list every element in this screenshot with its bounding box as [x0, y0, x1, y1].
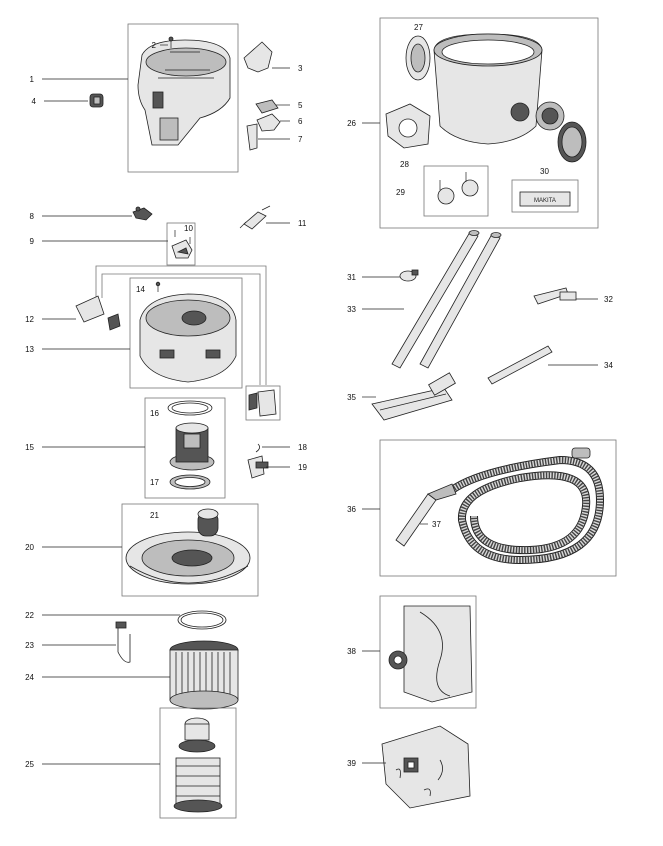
callout-21: 21 [150, 511, 159, 520]
part-21-float[interactable] [197, 508, 219, 537]
callout-1: 1 [30, 75, 35, 84]
bracket-12 [95, 265, 267, 385]
callout-11: 11 [298, 219, 307, 228]
part-31-hose-clamp[interactable] [399, 269, 419, 282]
part-10-screws[interactable] [174, 230, 191, 244]
part-12-cover-plate[interactable] [75, 295, 121, 331]
part-34-wand[interactable] [487, 345, 553, 385]
part-37-handle-tube[interactable] [395, 483, 457, 547]
callout-6: 6 [298, 117, 303, 126]
callout-26: 26 [347, 119, 356, 128]
part-29-casters[interactable] [437, 172, 479, 205]
leader-lines [42, 44, 598, 765]
callout-9: 9 [30, 237, 35, 246]
box-label-plate [511, 179, 579, 213]
part-side-plate[interactable] [248, 389, 277, 417]
callout-17: 17 [150, 478, 159, 487]
callout-15: 15 [25, 443, 34, 452]
box-filter-housing [121, 503, 259, 597]
box-motor-head [127, 23, 239, 173]
callout-23: 23 [25, 641, 34, 650]
callout-12: 12 [25, 315, 34, 324]
box-side-plate [245, 385, 281, 421]
part-1-motor-head-cover[interactable] [137, 39, 231, 146]
callout-16: 16 [150, 409, 159, 418]
box-motor [144, 397, 226, 499]
callout-20: 20 [25, 543, 34, 552]
part-11-power-cord[interactable] [239, 205, 271, 230]
callout-25: 25 [25, 760, 34, 769]
part-6-bracket[interactable] [256, 113, 281, 132]
callout-32: 32 [604, 295, 613, 304]
part-26-tank[interactable] [433, 33, 565, 145]
box-housing [129, 277, 243, 389]
part-36-hose[interactable] [449, 447, 605, 565]
callout-14: 14 [136, 285, 145, 294]
callout-31: 31 [347, 273, 356, 282]
callout-10: 10 [184, 224, 193, 233]
callout-37: 37 [432, 520, 441, 529]
part-24-cartridge-filter[interactable] [169, 640, 239, 710]
part-8-clip[interactable] [132, 206, 153, 221]
part-2-screw[interactable] [168, 36, 174, 48]
part-35-floor-nozzle[interactable] [371, 372, 456, 421]
part-4-knob[interactable] [89, 93, 104, 108]
part-5-pad[interactable] [255, 99, 279, 114]
callout-39: 39 [347, 759, 356, 768]
callout-36: 36 [347, 505, 356, 514]
part-28-inlet-cover[interactable] [385, 103, 431, 149]
part-27-wheel-cover[interactable] [405, 35, 431, 81]
part-22-ring-gasket[interactable] [177, 610, 227, 630]
callout-4: 4 [32, 97, 37, 106]
box-hose [379, 439, 617, 577]
callout-28: 28 [400, 160, 409, 169]
callout-18: 18 [298, 443, 307, 452]
part-20-filter-housing[interactable] [125, 531, 251, 585]
box-dust-bag [379, 595, 477, 709]
part-14-screw[interactable] [155, 281, 161, 292]
callout-labels: 1 2 3 4 5 6 7 8 9 10 11 12 13 14 15 16 1… [25, 23, 613, 769]
callout-8: 8 [30, 212, 35, 221]
part-3-handle-cover[interactable] [243, 41, 273, 73]
part-18-wire[interactable] [255, 443, 260, 453]
callout-19: 19 [298, 463, 307, 472]
part-13-motor-housing[interactable] [139, 293, 237, 383]
callout-24: 24 [25, 673, 34, 682]
part-38-dust-bag[interactable] [388, 605, 473, 703]
callout-27: 27 [414, 23, 423, 32]
part-25-filter-basket[interactable] [173, 717, 223, 813]
callout-30: 30 [540, 167, 549, 176]
callout-3: 3 [298, 64, 303, 73]
callout-5: 5 [298, 101, 303, 110]
callout-22: 22 [25, 611, 34, 620]
part-16-gasket[interactable] [167, 400, 213, 416]
callout-29: 29 [396, 188, 405, 197]
part-7-latch[interactable] [246, 123, 258, 151]
callout-34: 34 [604, 361, 613, 370]
callout-35: 35 [347, 393, 356, 402]
callout-2: 2 [152, 41, 157, 50]
part-23-clip[interactable] [115, 621, 131, 663]
box-switch [166, 222, 196, 266]
callout-38: 38 [347, 647, 356, 656]
part-9-switch[interactable] [171, 239, 193, 259]
callout-13: 13 [25, 345, 34, 354]
part-30-label-plate[interactable]: MAKITA [519, 191, 571, 207]
part-19-connector[interactable] [247, 455, 269, 479]
part-rear-wheel[interactable] [557, 121, 587, 163]
part-32-crevice-nozzle[interactable] [533, 287, 577, 305]
box-filter-basket [159, 707, 237, 819]
box-casters [423, 165, 489, 217]
part-17-gasket[interactable] [169, 474, 211, 490]
callout-7: 7 [298, 135, 303, 144]
part-15-motor[interactable] [169, 422, 215, 471]
callout-33: 33 [347, 305, 356, 314]
label-plate-text: MAKITA [534, 198, 556, 204]
part-39-paper-bag[interactable] [381, 725, 471, 809]
part-33-extension-tubes[interactable] [391, 230, 502, 369]
